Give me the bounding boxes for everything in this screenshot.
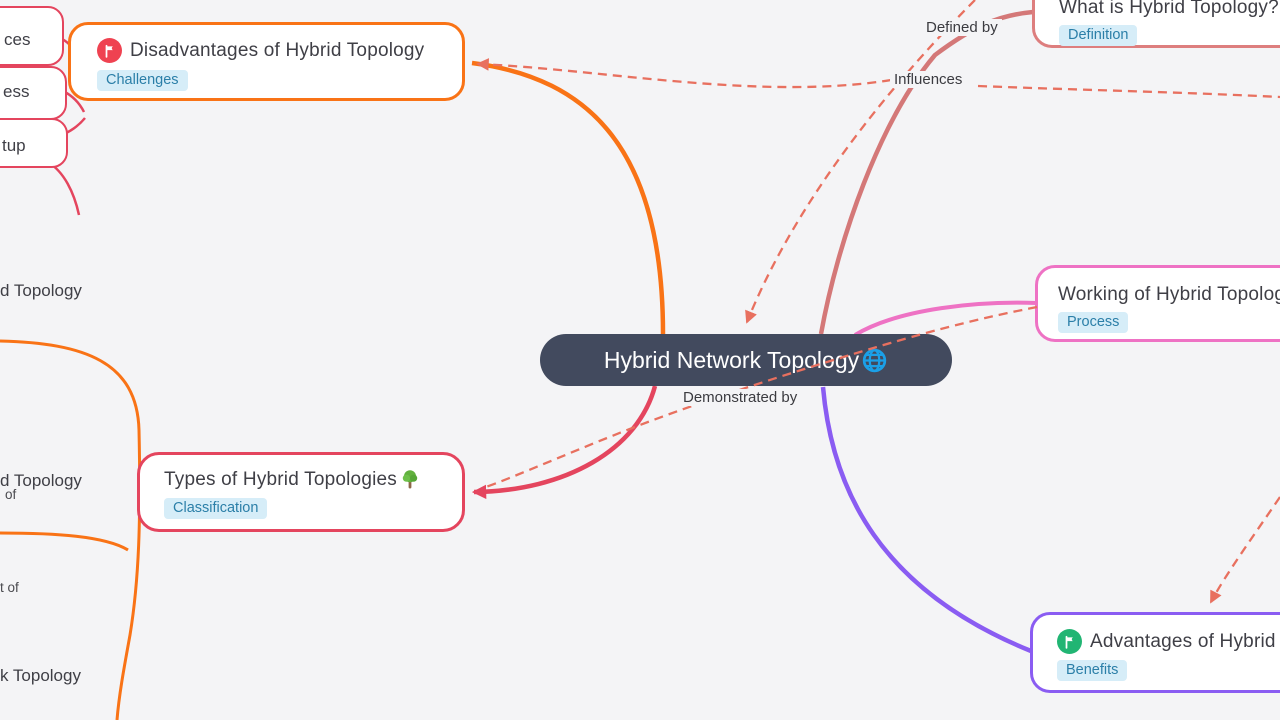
fragment-t-of: t of — [0, 580, 19, 595]
dashed-whatis-central — [745, 0, 976, 324]
leftbox-2[interactable] — [0, 66, 67, 120]
edge-label-influences: Influences — [890, 71, 967, 88]
fragment-k-topology: k Topology — [0, 666, 81, 685]
edge-label-defined-by: Defined by — [922, 19, 1002, 36]
edge-central-whatis — [818, 9, 1034, 335]
red-flag-icon — [97, 38, 122, 63]
advantages-title: Advantages of Hybrid Topology — [1090, 630, 1280, 652]
advantages-node[interactable]: Advantages of Hybrid Topology Benefits — [1030, 612, 1280, 693]
edge-central-working — [853, 300, 1038, 337]
disadvantages-title: Disadvantages of Hybrid Topology — [130, 39, 425, 61]
fragment-of: of — [5, 487, 17, 502]
fragment-d-topology-upper: d Topology — [0, 281, 82, 300]
disadvantages-tag: Challenges — [97, 70, 188, 91]
fragment-tup: tup — [2, 136, 26, 155]
edge-central-advantages — [820, 386, 1032, 654]
edge-left-orange-trunk — [0, 339, 142, 720]
dashed-influences-right — [977, 84, 1280, 99]
edge-label-demonstrated-by: Demonstrated by — [679, 389, 802, 406]
working-tag: Process — [1058, 312, 1129, 333]
leftbox-3[interactable] — [0, 118, 68, 168]
fragment-ces: ces — [4, 30, 31, 49]
whatis-node[interactable]: What is Hybrid Topology? Definition — [1032, 0, 1280, 48]
advantages-tag: Benefits — [1057, 660, 1128, 681]
edge-left-orange-branch — [0, 531, 129, 552]
whatis-title: What is Hybrid Topology? — [1059, 0, 1279, 18]
working-title: Working of Hybrid Topology — [1058, 284, 1280, 305]
edge-central-disadvantages — [471, 60, 666, 335]
globe-icon — [861, 347, 888, 374]
leftbox-1[interactable] — [0, 6, 64, 66]
types-title: Types of Hybrid Topologies — [164, 469, 397, 490]
whatis-tag: Definition — [1059, 25, 1138, 46]
disadvantages-node[interactable]: Disadvantages of Hybrid Topology Challen… — [68, 22, 465, 101]
green-flag-icon — [1057, 629, 1082, 654]
central-node[interactable]: Hybrid Network Topology — [540, 334, 952, 386]
edge-central-types — [471, 385, 658, 500]
types-node[interactable]: Types of Hybrid Topologies Classificatio… — [137, 452, 465, 532]
central-node-label: Hybrid Network Topology — [603, 346, 860, 373]
dashed-influences-left — [476, 58, 892, 89]
tree-icon — [400, 469, 420, 491]
dashed-into-advantages — [1209, 496, 1280, 604]
fragment-ess: ess — [3, 82, 30, 101]
working-node[interactable]: Working of Hybrid Topology Process — [1035, 265, 1280, 342]
edge-stub-box4 — [47, 160, 81, 216]
types-tag: Classification — [164, 498, 268, 519]
